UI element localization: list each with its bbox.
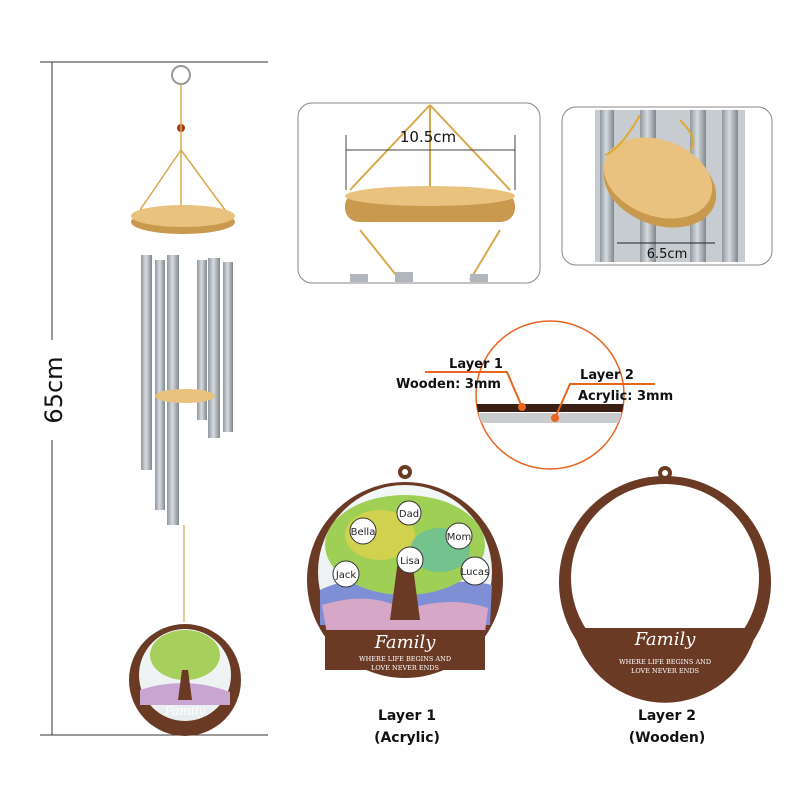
acrylic-tagline-2: LOVE NEVER ENDS bbox=[371, 664, 439, 672]
bottom-disc-detail: 6.5cm bbox=[561, 106, 773, 266]
name-dad: Dad bbox=[399, 509, 419, 520]
name-jack: Jack bbox=[335, 570, 357, 581]
bottom-width-label: 6.5cm bbox=[647, 247, 688, 262]
acrylic-title: Family bbox=[374, 632, 437, 653]
height-dimension: 65cm bbox=[40, 61, 268, 736]
small-ornament: Family bbox=[129, 624, 241, 736]
small-ornament-title: Family bbox=[164, 704, 206, 718]
top-disc-detail: 10.5cm bbox=[297, 102, 541, 284]
caption-right-title: Layer 2 bbox=[638, 708, 696, 724]
layer-magnifier: Layer 1 Wooden: 3mm Layer 2 Acrylic: 3mm bbox=[396, 320, 673, 470]
layer2-spec: Acrylic: 3mm bbox=[578, 389, 673, 404]
layer2-title: Layer 2 bbox=[580, 368, 634, 383]
caption-left-sub: (Acrylic) bbox=[374, 730, 440, 746]
top-width-label: 10.5cm bbox=[400, 128, 456, 146]
wind-chime bbox=[131, 65, 235, 622]
acrylic-ornament: Dad Bella Mom Lisa Jack Lucas Family WHE… bbox=[307, 465, 503, 678]
name-bella: Bella bbox=[351, 527, 376, 538]
wooden-tagline-1: WHERE LIFE BEGINS AND bbox=[619, 658, 711, 666]
wooden-tagline-2: LOVE NEVER ENDS bbox=[631, 667, 699, 675]
wooden-ornament: Family WHERE LIFE BEGINS AND LOVE NEVER … bbox=[559, 466, 771, 703]
wooden-title: Family bbox=[634, 629, 697, 650]
caption-left-title: Layer 1 bbox=[378, 708, 436, 724]
name-lisa: Lisa bbox=[400, 556, 420, 567]
name-hearts: Dad Bella Mom Lisa Jack Lucas bbox=[332, 500, 490, 588]
layer1-title: Layer 1 bbox=[449, 357, 503, 372]
height-label: 65cm bbox=[40, 356, 68, 423]
caption-right-sub: (Wooden) bbox=[629, 730, 705, 746]
name-lucas: Lucas bbox=[461, 567, 490, 578]
name-mom: Mom bbox=[447, 532, 472, 543]
layer1-spec: Wooden: 3mm bbox=[396, 377, 501, 392]
acrylic-tagline-1: WHERE LIFE BEGINS AND bbox=[359, 655, 451, 663]
